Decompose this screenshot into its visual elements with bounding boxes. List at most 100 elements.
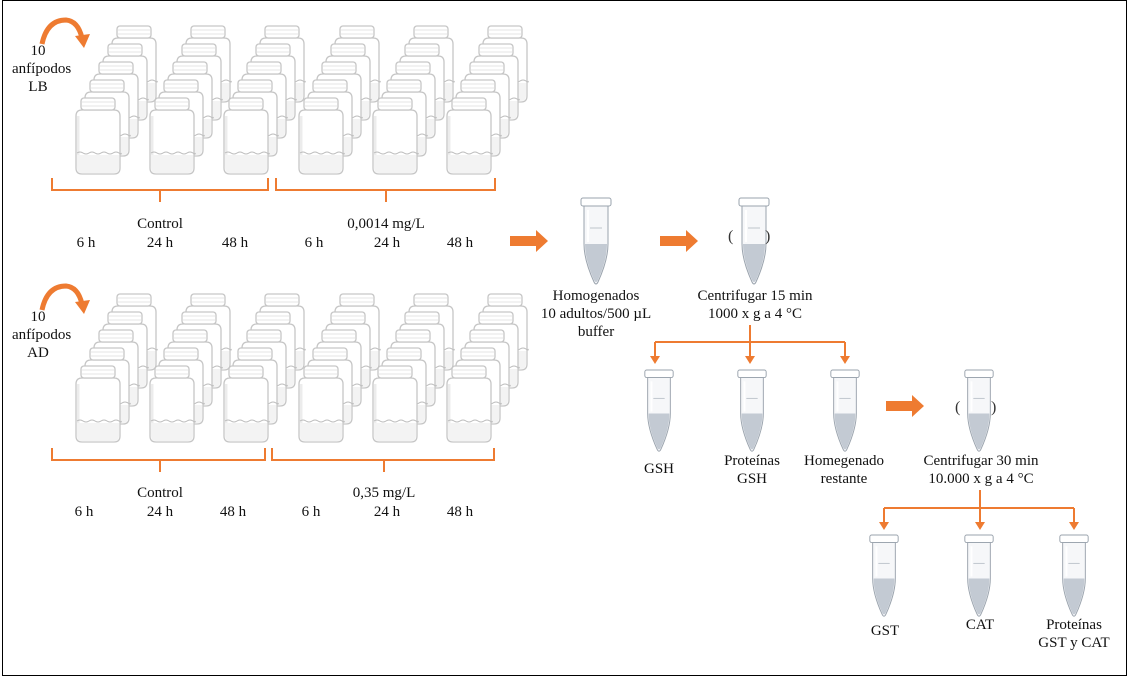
jar-stack [222,24,307,176]
branch-arrowhead-icon [745,356,755,364]
control-label-lb: Control [137,216,183,232]
jar-stacks-ad [74,292,530,444]
time-label: 48 h [446,504,474,520]
bracket-control-lb [51,178,269,202]
jar-icon [74,96,123,176]
flow-arrow-icon [510,230,548,252]
cat-label: CAT [965,617,995,633]
branch-lines-2 [883,490,1075,523]
branch-lines-1 [654,325,846,357]
jar-stack [74,24,159,176]
homogenize-line: Homogenados [552,288,640,304]
jar-stack [371,24,456,176]
jar-icon [445,364,494,444]
amphipods-group: AD [27,345,49,361]
flow-arrow-icon [886,395,924,417]
svg-text:): ) [765,228,770,245]
jar-icon [74,364,123,444]
time-label: 48 h [219,504,247,520]
control-label-ad: Control [137,485,183,501]
rotation-arrow-icon [39,17,85,45]
jar-stacks-lb [74,24,530,176]
homogenize-line: buffer [577,324,615,340]
time-label: 6 h [301,504,321,520]
proteins-line: GST y CAT [1038,635,1110,651]
time-label: 6 h [74,504,94,520]
centrifuge-line: 1000 x g a 4 °C [708,306,802,322]
jar-stack [148,292,233,444]
bracket-treatment-lb [275,178,496,202]
time-label: 6 h [304,235,324,251]
centrifuge-2-label: Centrifugar 30 min 10.000 x g a 4 °C [924,452,1039,488]
time-label: 24 h [146,504,174,520]
centrifuge-line: 10.000 x g a 4 °C [928,471,1034,487]
jar-icon [297,364,346,444]
svg-text:(: ( [728,228,733,245]
time-label: 24 h [146,235,174,251]
remaining-line: Homegenado [804,453,884,469]
branch-arrowhead-icon [975,522,985,530]
jar-icon [148,96,197,176]
tube-cat-icon [963,534,995,618]
amphipods-count: 10 [30,309,46,325]
tube-centrifuge-2-icon [963,369,995,453]
time-label: 24 h [373,235,401,251]
time-label: 48 h [446,235,474,251]
proteins-line: Proteínas [724,453,780,469]
rotation-arrow-head-icon [75,300,90,314]
centrifuge-line: Centrifugar 15 min [697,288,813,304]
time-label: 6 h [76,235,96,251]
jar-stack [445,292,530,444]
bracket-control-ad [51,448,266,472]
amphipods-count: 10 [30,43,46,59]
time-label: 48 h [221,235,249,251]
centrifuge-line: Centrifugar 30 min [923,453,1039,469]
gsh-label: GSH [643,461,675,477]
flow-arrow-icon [660,230,698,252]
jar-stack [371,292,456,444]
branch-arrowhead-icon [1069,522,1079,530]
jar-stack [297,292,382,444]
centrifuge-1-label: Centrifugar 15 min 1000 x g a 4 °C [698,287,813,323]
homogenize-line: 10 adultos/500 µL [540,306,652,322]
jar-stack [74,292,159,444]
jar-icon [222,96,271,176]
jar-icon [371,364,420,444]
treatment-label-lb: 0,0014 mg/L [347,216,425,232]
remaining-label: Homegenado restante [804,452,884,488]
jar-stack [297,24,382,176]
amphipods-ad-label: 10 anfípodos AD [12,308,72,362]
jar-icon [445,96,494,176]
homogenize-label: Homogenados 10 adultos/500 µL buffer [541,287,651,341]
amphipods-group: LB [28,79,48,95]
branch-arrowhead-icon [879,522,889,530]
amphipods-lb-label: 10 anfípodos LB [12,42,71,96]
tube-gsh-icon [643,369,675,453]
gst-label: GST [870,623,900,639]
bracket-treatment-ad [271,448,495,472]
proteins-line: GSH [736,471,768,487]
proteins-gsh-label: Proteínas GSH [724,452,780,488]
jar-icon [297,96,346,176]
branch-arrowhead-icon [840,356,850,364]
svg-text:(: ( [955,399,960,416]
svg-text:): ) [991,399,996,416]
rotation-arrow-icon [39,283,85,311]
tube-homogenate-icon [580,197,612,285]
jar-stack [445,24,530,176]
tube-proteins-gst-cat-icon [1058,534,1090,618]
proteins-gst-cat-label: Proteínas GST y CAT [1038,616,1109,652]
jar-stack [148,24,233,176]
tube-remaining-icon [829,369,861,453]
treatment-label-ad: 0,35 mg/L [352,485,416,501]
branch-arrowhead-icon [650,356,660,364]
jar-icon [222,364,271,444]
rotation-arrow-head-icon [75,34,90,48]
amphipods-word: anfípodos [12,327,72,343]
jar-icon [371,96,420,176]
jar-icon [148,364,197,444]
tube-proteins-gsh-icon [736,369,768,453]
